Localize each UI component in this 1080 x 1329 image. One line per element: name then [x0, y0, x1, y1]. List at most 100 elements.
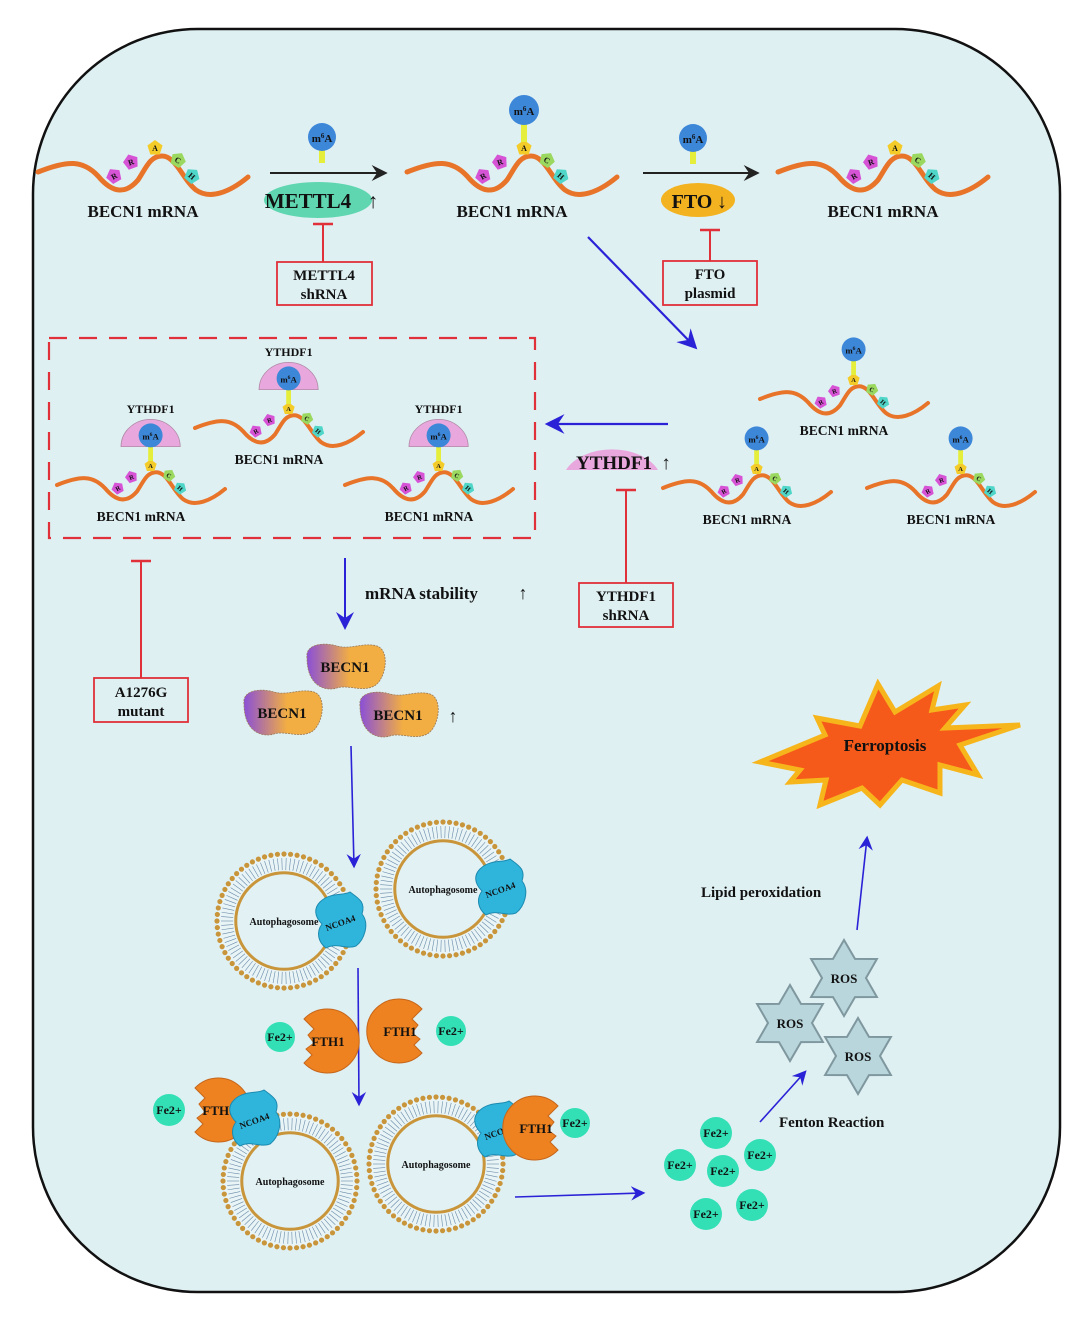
stability-label: mRNA stability: [365, 584, 478, 603]
mettl4-label: METTL4: [265, 189, 352, 213]
fth1: FTH1: [303, 1008, 360, 1074]
m6a-label: m6A: [514, 105, 535, 118]
lipid-peroxidation-arrow: [856, 835, 873, 931]
m6a-label: m6A: [142, 431, 159, 441]
fe2-ion: Fe2+: [736, 1189, 768, 1221]
motif-r: R: [125, 471, 137, 484]
motif-letter: C: [913, 155, 923, 166]
motif-r: R: [106, 169, 122, 184]
m6a-icon: [509, 95, 539, 125]
motif-letter: R: [252, 428, 260, 437]
motif-c: C: [769, 472, 782, 485]
mettl4-shrna-box: [276, 261, 373, 306]
ythdf1-up-arrow-icon: ↑: [661, 453, 671, 474]
becn1-protein: BECN1: [359, 691, 439, 738]
motif-c: C: [910, 153, 926, 168]
m6a-icon: [308, 123, 336, 151]
ros-star: ROS: [755, 983, 825, 1063]
fe2-label: Fe2+: [667, 1158, 693, 1172]
lower-layer: Fenton Reaction Lipid peroxidation Ferro…: [153, 678, 1021, 1251]
m6a-icon: [744, 426, 769, 451]
ythdf1-shrna-label-2: shRNA: [603, 608, 650, 624]
m6a-label: m6A: [845, 345, 862, 355]
ythdf1-bound-label: YTHDF1: [415, 402, 463, 416]
motif-letter: A: [286, 406, 291, 413]
mrna-label: BECN1 mRNA: [907, 512, 996, 527]
motif-a: A: [282, 402, 295, 414]
to-methylated-pool-arrow: [587, 236, 698, 350]
m6a-stem: [148, 446, 153, 461]
fe2-ion: Fe2+: [700, 1117, 732, 1149]
fto-down-arrow-icon: ↓: [717, 191, 727, 213]
fe2-ion: Fe2+: [436, 1016, 466, 1046]
motif-letter: H: [985, 488, 993, 497]
becn1-up-arrow-icon: ↑: [449, 706, 458, 726]
motif-letter: R: [128, 474, 135, 482]
motif-r: R: [935, 474, 947, 487]
ythdf1-free-shape: [566, 449, 658, 470]
ythdf1-bound-label: YTHDF1: [127, 402, 175, 416]
ythdf1-shrna-box: [578, 582, 674, 628]
motif-h: H: [779, 485, 793, 498]
motif-letter: H: [463, 485, 471, 494]
fth1-label: FTH1: [383, 1024, 416, 1039]
mrna-strand: [404, 153, 620, 197]
becn1-protein: BECN1: [243, 689, 323, 736]
fto-plasmid-box: [662, 260, 758, 306]
fe2-ion: Fe2+: [744, 1139, 776, 1171]
to-autophagosome-arrow: [346, 745, 361, 869]
motif-r: R: [492, 154, 507, 170]
fth1: FTH1: [366, 998, 423, 1064]
mrna-strand: [660, 473, 834, 508]
motif-r: R: [731, 474, 743, 487]
fe2-ion: Fe2+: [153, 1094, 185, 1126]
m6a-icon: [679, 124, 707, 152]
mrna-label: BECN1 mRNA: [800, 423, 889, 438]
motif-a: A: [954, 462, 967, 474]
fth1-label: FTH1: [202, 1103, 235, 1118]
m6a-icon: [276, 366, 301, 391]
motif-a: A: [847, 373, 860, 385]
mrna-strand: [35, 153, 251, 197]
motif-letter: H: [313, 428, 321, 437]
mettl4-shrna-label-2: shRNA: [301, 287, 348, 303]
motif-letter: R: [849, 171, 859, 182]
motif-letter: A: [521, 144, 527, 153]
motif-h: H: [553, 169, 569, 184]
autophagosome: Autophagosome: [366, 1094, 506, 1234]
motif-a: A: [887, 140, 903, 155]
motif-letter: C: [868, 386, 876, 395]
motif-letter: R: [402, 485, 410, 494]
ncoa4: NCOA4: [229, 1089, 281, 1147]
motif-r: R: [828, 385, 840, 398]
motif-letter: R: [867, 157, 876, 168]
mrna-strand: [775, 153, 991, 197]
autophagosome: Autophagosome: [214, 851, 354, 991]
becn1-protein: BECN1: [306, 643, 386, 690]
mrna-strand: [54, 470, 228, 505]
mrna-label: BECN1 mRNA: [457, 202, 569, 221]
mrna-label: BECN1 mRNA: [97, 509, 186, 524]
motif-letter: R: [924, 488, 932, 497]
m6a-icon: [948, 426, 973, 451]
motif-letter: R: [831, 388, 838, 396]
autophagosome-label: Autophagosome: [402, 1160, 471, 1171]
fenton-arrow: [759, 1070, 807, 1123]
motif-r: R: [111, 482, 124, 495]
fe2-label: Fe2+: [267, 1030, 293, 1044]
lipid-peroxidation-label: Lipid peroxidation: [701, 885, 822, 901]
m6a-label: m6A: [280, 374, 297, 384]
m6a-marker: m6A: [679, 124, 707, 164]
ros-star: ROS: [809, 938, 879, 1018]
ythdf1-shrna-label-1: YTHDF1: [596, 589, 656, 605]
to-fe2-release-arrow: [514, 1186, 646, 1201]
mrna-label: BECN1 mRNA: [385, 509, 474, 524]
